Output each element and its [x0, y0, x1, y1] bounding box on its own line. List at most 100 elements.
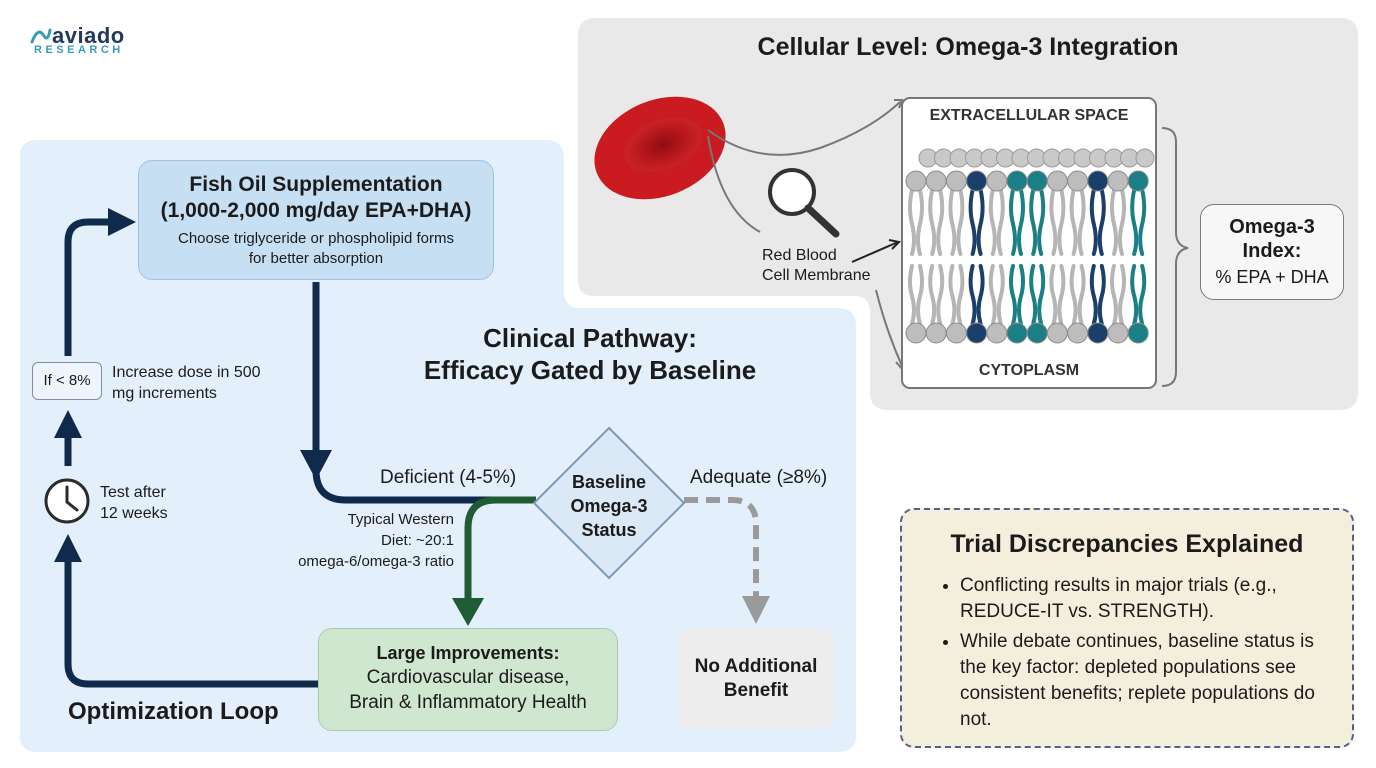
lipid-head-outer: [1006, 170, 1028, 192]
lipid-tail: [1057, 188, 1066, 256]
rbc-curve-bottom: [707, 135, 903, 367]
fish-oil-note: Choose triglyceride or phospholipid form…: [178, 230, 454, 267]
rbc-membrane-label: Red Blood Cell Membrane: [762, 246, 882, 286]
lipid-tail: [1049, 188, 1058, 256]
membrane-bracket: [1161, 127, 1189, 387]
lipid-tail: [956, 188, 965, 256]
increase-line1: Increase dose in 500: [112, 364, 261, 381]
lipid-head-outer: [1107, 170, 1129, 192]
magnifier-icon: [768, 168, 840, 238]
lipid-tail: [996, 188, 1005, 256]
lipid-head-outer: [925, 170, 947, 192]
lipid-tail: [1037, 264, 1046, 326]
lipid-head-outer: [1087, 170, 1109, 192]
lipid-head-inner: [1046, 322, 1068, 344]
fish-oil-box: Fish Oil Supplementation (1,000-2,000 mg…: [138, 160, 494, 280]
lipid-tail: [1069, 188, 1078, 256]
lipid-tail: [928, 264, 937, 326]
membrane-frame: [901, 97, 1157, 389]
arrowhead-loop-1: [54, 534, 82, 562]
fish-oil-title: Fish Oil Supplementation: [189, 173, 443, 196]
arrowhead-loop-3: [108, 208, 136, 236]
diamond-line2: Omega-3: [570, 496, 648, 516]
lipid-tail: [996, 264, 1005, 326]
lipid-tail: [948, 188, 957, 256]
lipid-tail: [976, 188, 985, 256]
lipid-tail: [1130, 188, 1139, 256]
pathway-title-line2: Efficacy Gated by Baseline: [423, 355, 757, 385]
lipid-tail: [948, 264, 957, 326]
diamond-line1: Baseline: [571, 472, 647, 492]
lipid-head-inner: [1107, 322, 1129, 344]
arrowhead-adequate: [742, 596, 770, 624]
lipid-head-inner: [1127, 322, 1149, 344]
lipid-tail: [1097, 188, 1106, 256]
lipid-head-inner: [925, 322, 947, 344]
lipid-head-inner: [1006, 322, 1028, 344]
lipid-tail: [968, 188, 977, 256]
lipid-tail: [976, 264, 985, 326]
lipid-head-outer: [1026, 170, 1048, 192]
baseline-diamond: [532, 426, 686, 580]
lipid-tail: [1049, 264, 1058, 326]
trial-bullet-list: Conflicting results in major trials (e.g…: [934, 573, 1330, 733]
cytoplasm-label: CYTOPLASM: [978, 362, 1080, 379]
lipid-head-outer: [986, 170, 1008, 192]
lipid-head-inner: [986, 322, 1008, 344]
lipid-tail: [1118, 188, 1126, 256]
lipid-tail: [916, 188, 924, 256]
western-diet-line1: Typical Western: [347, 511, 454, 528]
lipid-head-inner: [1026, 322, 1048, 344]
logo-wordmark: aviado: [52, 23, 125, 48]
rbc-line2: Cell Membrane: [762, 267, 871, 284]
no-benefit-line2: Benefit: [723, 680, 789, 701]
increase-line2: mg increments: [112, 385, 217, 402]
lipid-head-outer: [945, 170, 967, 192]
lipid-tail: [1077, 188, 1086, 256]
lipid-head-inner: [945, 322, 967, 344]
lipid-tail: [1130, 264, 1139, 326]
lipid-tail: [1017, 188, 1025, 256]
lipid-tail: [1017, 264, 1025, 326]
trial-discrepancies-box: Trial Discrepancies Explained Conflictin…: [900, 508, 1354, 748]
lipid-tail: [916, 264, 924, 326]
rbc-line1: Red Blood: [762, 247, 837, 264]
rbc-curve-top: [707, 101, 901, 156]
lipid-tail: [956, 264, 965, 326]
lipid-tail: [1009, 264, 1017, 326]
pathway-title: Clinical Pathway: Efficacy Gated by Base…: [420, 322, 760, 386]
lipid-tail: [936, 188, 945, 256]
lipid-tail: [1009, 188, 1017, 256]
lipid-tail: [1110, 188, 1118, 256]
lipid-tail: [1077, 264, 1086, 326]
lipid-head-outer: [905, 170, 927, 192]
large-improvements-line1: Cardiovascular disease,: [366, 667, 570, 688]
lipid-head-outer: [966, 170, 988, 192]
lipid-tail: [1089, 188, 1098, 256]
logo-subtitle: RESEARCH: [34, 44, 124, 56]
large-improvements-title: Large Improvements:: [376, 643, 560, 663]
increase-dose-note: Increase dose in 500 mg increments: [112, 362, 261, 404]
deficient-label: Deficient (4-5%): [380, 467, 517, 488]
lipid-head-inner: [966, 322, 988, 344]
clock-icon: [44, 478, 90, 524]
lipid-tail: [936, 264, 945, 326]
lipid-tail: [1037, 188, 1046, 256]
lipid-tail: [1069, 264, 1078, 326]
lipid-head-inner: [1087, 322, 1109, 344]
western-diet-line3: omega-6/omega-3 ratio: [298, 553, 454, 570]
lipid-head-inner: [1067, 322, 1089, 344]
lipid-head-back: [1135, 148, 1155, 168]
lipid-tail: [908, 188, 916, 256]
logo-icon: [30, 28, 52, 44]
large-improvements-box: Large Improvements: Cardiovascular disea…: [318, 628, 618, 731]
red-blood-cell-icon: [594, 96, 726, 200]
lipid-tail: [1029, 188, 1038, 256]
lipid-head-inner: [905, 322, 927, 344]
lipid-head-outer: [1046, 170, 1068, 192]
lipid-tail: [1138, 264, 1147, 326]
lipid-tail: [908, 264, 916, 326]
fish-oil-dose: (1,000-2,000 mg/day EPA+DHA): [160, 199, 472, 222]
